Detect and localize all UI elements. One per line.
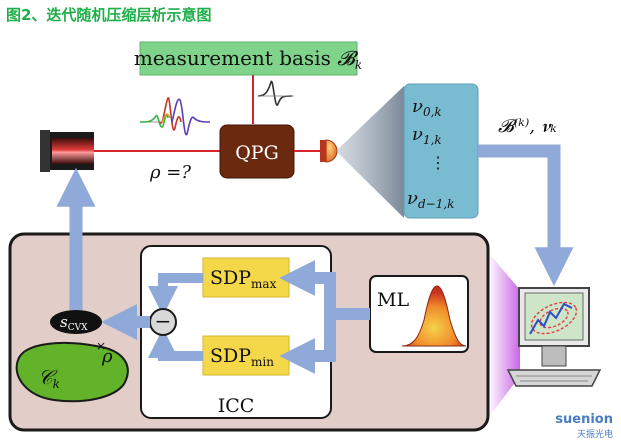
- sdp-min-label: SDPmin: [210, 345, 274, 369]
- basis-pulse-icon: [257, 80, 293, 106]
- wavepacket-icon: [139, 97, 211, 136]
- sdpmin-to-minus-arrow: [148, 328, 203, 361]
- watermark-logo: suenion 天振光电: [555, 412, 613, 440]
- sdpmax-to-minus-arrow: [148, 273, 203, 316]
- scvx-label: sCVX: [60, 313, 88, 333]
- nu-1: ν1,k: [412, 124, 442, 147]
- rho-question-label: ρ =?: [149, 162, 191, 183]
- nu-0: ν0,k: [412, 96, 442, 119]
- ml-label: ML: [377, 289, 409, 311]
- sdp-max-box: SDPmax: [202, 257, 290, 298]
- computer-glow: [488, 252, 520, 418]
- nu-last: νd−1,k: [407, 188, 454, 211]
- ml-to-sdpmax-arrow: [279, 260, 370, 320]
- minus-operator: −: [149, 308, 177, 336]
- icc-label: ICC: [218, 395, 255, 417]
- rho-point-marker: ×: [96, 339, 106, 353]
- detector-icon: [320, 139, 338, 163]
- measurement-basis-label: measurement basis 𝓑k: [134, 46, 362, 72]
- output-label: 𝓑⁽ᵏ⁾, 𝝂ₖ: [498, 116, 557, 137]
- sdp-max-label: SDPmax: [210, 267, 277, 291]
- measurement-basis-box: measurement basis 𝓑k: [134, 41, 362, 76]
- ck-region: 𝒞k: [15, 341, 129, 403]
- qpg-label: QPG: [235, 142, 279, 164]
- detection-cone: [336, 86, 404, 218]
- distribution-icon: [401, 285, 467, 347]
- scvx-node: sCVX: [50, 310, 102, 334]
- laser-source-icon: [40, 130, 94, 172]
- sdp-min-box: SDPmin: [202, 335, 290, 376]
- figure-caption: 图2、迭代随机压缩层析示意图: [6, 6, 212, 24]
- computer-icon: [506, 287, 602, 387]
- nu-ellipsis: ⋮: [430, 153, 446, 172]
- svg-text:−: −: [155, 309, 172, 333]
- ml-box: ML: [369, 275, 469, 353]
- ml-to-sdpmin-arrow: [279, 314, 336, 374]
- output-arrow: [478, 144, 574, 287]
- outcomes-box: ν0,k ν1,k ⋮ νd−1,k: [403, 83, 479, 219]
- qpg-box: QPG: [219, 124, 295, 179]
- rho-label: ρ: [101, 346, 113, 367]
